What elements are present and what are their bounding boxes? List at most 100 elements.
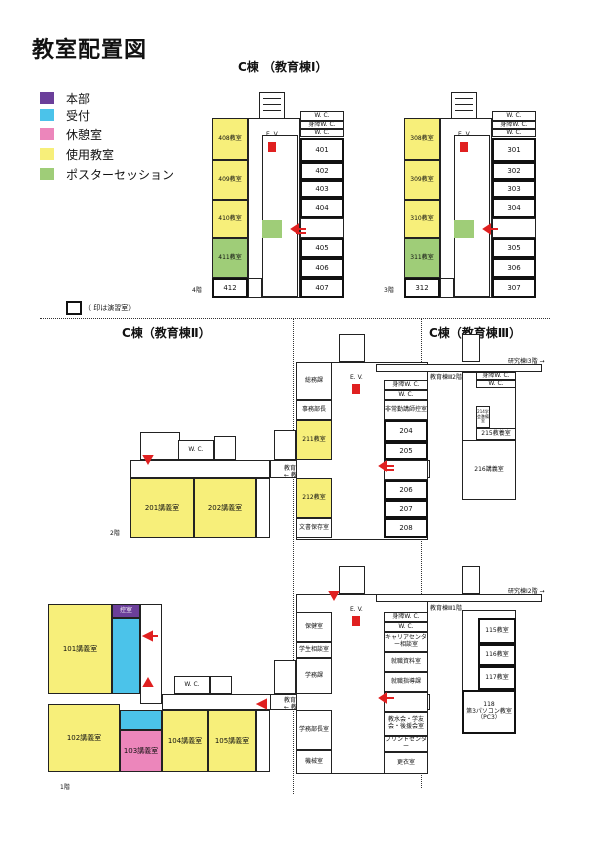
- building-c3-title: C棟（教育棟Ⅲ）: [429, 326, 522, 340]
- wc-accessible: 身障W. C.: [492, 121, 536, 129]
- red-arrow-head: [378, 460, 387, 472]
- elevator: [268, 142, 276, 152]
- room-402: 402: [300, 162, 344, 180]
- room-212: 212教室: [296, 478, 332, 518]
- legend-swatch: [40, 109, 54, 121]
- corridor-left: [140, 604, 162, 704]
- room-204: 204: [384, 420, 428, 442]
- room-print: プリントセンター: [384, 736, 428, 752]
- stairs-c: [274, 430, 296, 460]
- ev-label: E. V.: [458, 131, 471, 138]
- lab-link[interactable]: 研究棟Ⅰ2階 →: [508, 588, 545, 595]
- room-408: 408教室: [212, 118, 248, 160]
- room-312-stub: [440, 278, 454, 298]
- wc-accessible: 身障W. C.: [384, 380, 428, 390]
- wc: W. C.: [384, 390, 428, 400]
- room-216: 216講義室: [462, 440, 516, 500]
- divider-line: [40, 318, 550, 319]
- lab-link[interactable]: 研究棟Ⅰ3階 →: [508, 358, 545, 365]
- wc-1: W. C.: [174, 676, 210, 694]
- stub: [256, 710, 270, 772]
- stairs-top: [339, 334, 365, 362]
- wc-2: W. C.: [300, 129, 344, 137]
- red-arrow-head: [255, 698, 267, 710]
- room-105: 105講義室: [208, 710, 256, 772]
- stairs-e: [462, 566, 480, 594]
- corridor-inner: [454, 135, 490, 297]
- stairs-b: [214, 436, 236, 460]
- stairs: [259, 92, 285, 120]
- elevator: [460, 142, 468, 152]
- room-115: 115教室: [478, 618, 516, 644]
- room-405: 405: [300, 238, 344, 258]
- page-title: 教室配置図: [32, 38, 148, 63]
- poster-area: [454, 220, 474, 238]
- stairs: [210, 676, 232, 694]
- room-gakusei: 学生相談室: [296, 642, 332, 658]
- floor-label: 3階: [384, 287, 394, 294]
- room-206: 206: [384, 480, 428, 500]
- room-207: 207: [384, 500, 428, 518]
- room-215: 215教養室: [476, 428, 516, 440]
- room-412-stub: [248, 278, 262, 298]
- room-gakumu: 学務課: [296, 658, 332, 694]
- ev-label: E. V.: [266, 131, 279, 138]
- room-shiryo: 就職資料室: [384, 652, 428, 672]
- room-soumu: 総務課: [296, 362, 332, 400]
- divider-line: [293, 318, 294, 794]
- room-hijoukin: 非常勤講師控室: [384, 400, 428, 420]
- room-103: 103講義室: [120, 730, 162, 772]
- room-311: 311教室: [404, 238, 440, 278]
- wc: W. C.: [300, 111, 344, 121]
- corridor-inner: [262, 135, 298, 297]
- legend-swatch: [40, 168, 54, 180]
- room-403: 403: [300, 180, 344, 198]
- c3-corridor: [376, 594, 542, 602]
- stairs-c: [274, 660, 296, 694]
- room-302: 302: [492, 162, 536, 180]
- room-411: 411教室: [212, 238, 248, 278]
- red-arrow-head: [142, 455, 154, 466]
- c3-corridor-label: 教育棟Ⅲ2階: [430, 374, 462, 381]
- room-116: 116教室: [478, 644, 516, 666]
- wc-left: W. C.: [178, 440, 214, 460]
- stairs-top: [339, 566, 365, 594]
- wc: W. C.: [492, 111, 536, 121]
- floor-label: 1階: [60, 784, 70, 791]
- room-117: 117教室: [478, 666, 516, 690]
- c3-wc-accessible: 身障W. C.: [476, 372, 516, 380]
- room-career: キャリアセンター相談室: [384, 632, 428, 652]
- stairs-e: [462, 334, 480, 362]
- room-301: 301: [492, 138, 536, 162]
- c3-corridor-label: 教育棟Ⅲ1階: [430, 605, 462, 612]
- room-jimu: 事務部長: [296, 400, 332, 420]
- room-211: 211教室: [296, 420, 332, 460]
- room-shushoku: 就職指導課: [384, 672, 428, 692]
- red-arrow-head: [142, 676, 154, 687]
- legend-swatch: [40, 148, 54, 160]
- room-312: 312: [404, 278, 440, 298]
- wc-2: W. C.: [492, 129, 536, 137]
- room-406: 406: [300, 258, 344, 278]
- practice-room-note: （ 印は演習室）: [62, 301, 135, 315]
- room-205: 205: [384, 442, 428, 460]
- red-arrow-head: [141, 630, 153, 642]
- red-arrow-head: [378, 692, 387, 704]
- floor-label: 4階: [192, 287, 202, 294]
- room-309: 309教室: [404, 160, 440, 200]
- ev-label: E. V.: [350, 606, 363, 613]
- room-gakumu-d: 学務部長室: [296, 710, 332, 750]
- room-208: 208: [384, 518, 428, 538]
- room-310: 310教室: [404, 200, 440, 238]
- room-201: 201講義室: [130, 478, 194, 538]
- legend-item-shiyo: 使用教室: [40, 146, 114, 162]
- floor-label: 2階: [110, 530, 120, 537]
- wc: W. C.: [384, 622, 428, 632]
- room-kyosai: 教水会・学友会・後援会室: [384, 712, 428, 736]
- room-404: 404: [300, 198, 344, 218]
- reception-2: [120, 710, 162, 730]
- room-101: 101講義室: [48, 604, 112, 694]
- legend-item-kyukei: 休憩室: [40, 126, 102, 142]
- room-305: 305: [492, 238, 536, 258]
